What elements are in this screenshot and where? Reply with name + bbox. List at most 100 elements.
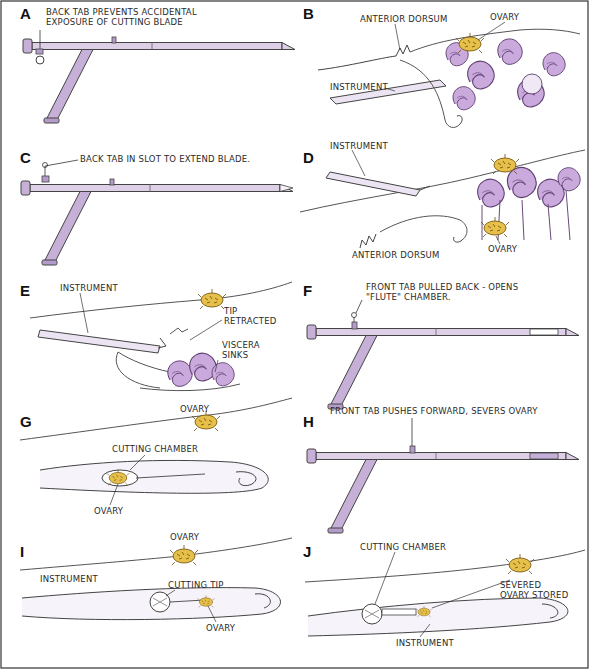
panel-d-anatomy-part <box>481 217 509 237</box>
panel-j-anatomy-part <box>382 609 416 615</box>
panel-b-anatomy-part <box>396 45 410 56</box>
panel-d-anatomy-part <box>507 167 536 197</box>
panel-g-anatomy-part <box>20 398 292 440</box>
panel-g-anatomy-part <box>192 411 220 431</box>
panel-c-instrument-part <box>21 181 293 265</box>
panel-e-anatomy-part <box>198 289 226 309</box>
panel-i-anatomy-part <box>255 594 270 608</box>
panel-i-anatomy <box>20 538 292 622</box>
panel-c-instrument <box>21 160 293 265</box>
panel-letter: B <box>303 6 314 22</box>
panel-b-anatomy-part <box>498 39 522 64</box>
panel-e-anatomy-part <box>116 352 170 388</box>
callout-label: SEVERED OVARY STORED <box>500 580 572 600</box>
panel-letter: G <box>20 414 32 430</box>
panel-h-instrument-part <box>530 453 558 459</box>
callout-label: OVARY <box>206 623 235 633</box>
panel-b-anatomy-part <box>318 56 396 70</box>
panel-c-instrument-part <box>45 160 78 166</box>
panel-letter: E <box>20 283 30 299</box>
panel-h-instrument <box>307 418 579 533</box>
panel-b-anatomy-part <box>478 22 505 40</box>
panel-g-anatomy-part <box>130 455 145 470</box>
panel-e-anatomy-part <box>168 361 192 386</box>
panel-d-anatomy-part <box>352 150 365 176</box>
panel-c-instrument-part <box>110 179 114 185</box>
panel-e-anatomy-part <box>158 338 166 348</box>
callout-label: OVARY <box>170 532 199 542</box>
callout-label: CUTTING TIP <box>168 580 224 590</box>
panel-letter: I <box>20 544 24 560</box>
callout-label: OVARY <box>180 404 209 414</box>
callout-label: VISCERA SINKS <box>222 340 278 360</box>
panel-e-anatomy-part <box>170 328 188 334</box>
panel-letter: F <box>303 283 312 299</box>
panel-letter: D <box>303 150 314 166</box>
panel-j-anatomy-part <box>420 624 430 637</box>
callout-label: OVARY <box>488 244 517 254</box>
panel-b-anatomy-part <box>410 29 580 52</box>
panel-d-anatomy-part <box>482 190 570 240</box>
panel-a-instrument-part <box>36 56 44 64</box>
panel-f-instrument-part <box>352 313 357 318</box>
panel-e-anatomy-part <box>80 293 88 333</box>
panel-d-anatomy-part <box>326 172 420 196</box>
panel-letter: J <box>303 544 312 560</box>
panel-b-anatomy-part <box>457 116 462 124</box>
panel-d-anatomy-part <box>360 234 376 248</box>
callout-label: INSTRUMENT <box>396 638 454 648</box>
panel-j-anatomy-part <box>375 552 395 604</box>
panel-b-anatomy-part <box>330 80 446 104</box>
callout-label: BACK TAB IN SLOT TO EXTEND BLADE. <box>80 154 250 164</box>
panel-i-anatomy-part <box>22 588 280 620</box>
panel-d-anatomy-part <box>300 150 585 212</box>
panel-i-anatomy-part <box>166 590 175 596</box>
callout-label: FRONT TAB PULLED BACK - OPENS "FLUTE" CH… <box>366 282 546 302</box>
panel-f-instrument-part <box>356 300 362 313</box>
panel-e-anatomy <box>30 282 292 391</box>
panel-d-anatomy-part <box>420 186 430 190</box>
panel-c-instrument-part <box>43 163 48 168</box>
callout-label: INSTRUMENT <box>330 141 388 151</box>
panel-e-anatomy-part <box>212 363 234 386</box>
callout-label: OVARY <box>490 12 519 22</box>
panel-e-anatomy-part <box>190 320 222 340</box>
panel-a-instrument-part <box>23 39 295 123</box>
panel-e-anatomy-part <box>140 384 240 391</box>
panel-c-instrument-part <box>42 176 49 182</box>
panel-h-instrument-part <box>410 446 415 453</box>
panel-j-anatomy <box>305 550 585 637</box>
panel-g-anatomy-part <box>236 472 256 486</box>
callout-label: INSTRUMENT <box>40 574 98 584</box>
panel-j-anatomy-part <box>362 604 382 624</box>
panel-g-anatomy <box>20 398 292 505</box>
panel-j-anatomy-part <box>506 554 534 574</box>
panel-i-anatomy-part <box>170 545 198 565</box>
callout-label: ANTERIOR DORSUM <box>360 14 448 24</box>
panel-f-instrument <box>307 300 579 409</box>
callout-label: BACK TAB PREVENTS ACCIDENTAL EXPOSURE OF… <box>46 7 206 27</box>
panel-b-anatomy-part <box>395 24 400 50</box>
panel-letter: C <box>20 150 31 166</box>
panel-letter: A <box>20 6 31 22</box>
panel-i-anatomy-part <box>198 595 215 607</box>
panel-i-anatomy-part <box>153 598 167 606</box>
panel-b-anatomy-part <box>522 74 542 94</box>
panel-a-instrument-part <box>40 30 41 50</box>
panel-b-anatomy-part <box>468 61 495 89</box>
panel-e-anatomy-part <box>215 360 218 372</box>
panel-j-anatomy-part <box>432 580 510 608</box>
callout-label: ANTERIOR DORSUM <box>352 250 440 260</box>
panel-i-anatomy-part <box>20 538 292 570</box>
callout-label: TIP RETRACTED <box>224 306 280 326</box>
panel-c-instrument-part <box>280 185 293 192</box>
panel-g-anatomy-part <box>136 474 205 478</box>
panel-a-instrument-part <box>36 49 43 54</box>
panel-f-instrument-part <box>530 329 558 335</box>
panel-e-anatomy-part <box>30 282 292 318</box>
panel-b-anatomy-part <box>543 53 565 76</box>
panel-j-anatomy-part <box>305 550 585 582</box>
panel-g-anatomy-part <box>102 470 138 486</box>
panel-d-anatomy-part <box>496 236 500 244</box>
